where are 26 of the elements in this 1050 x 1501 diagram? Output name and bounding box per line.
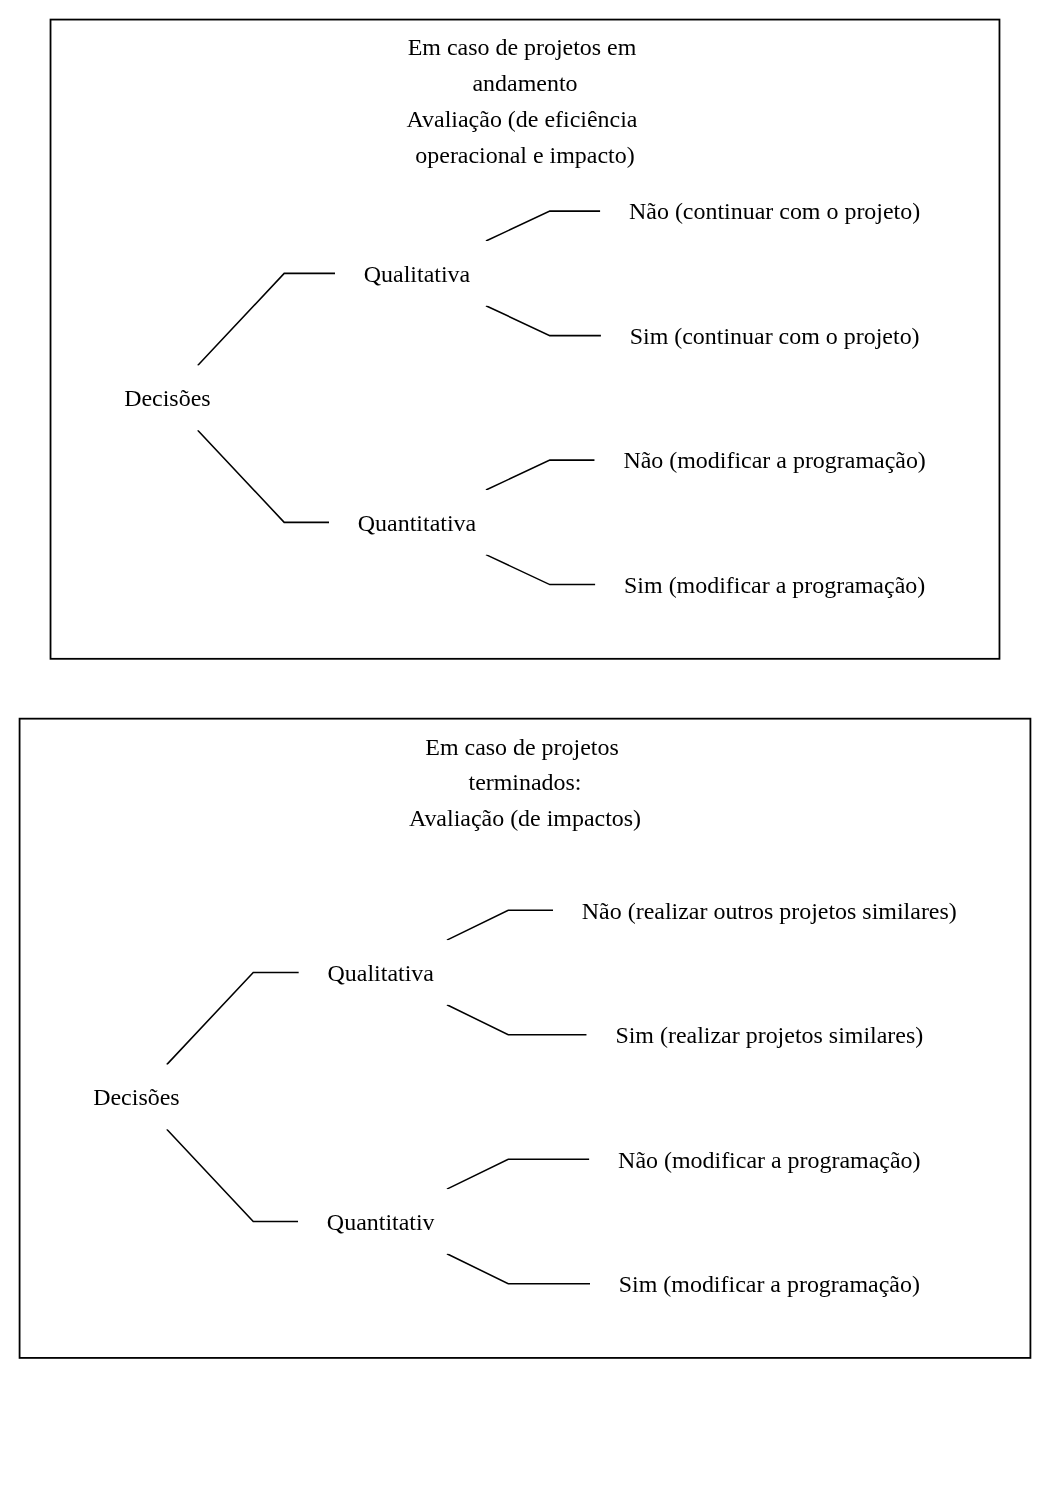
node-text: Decisões: [124, 384, 211, 412]
node-text: Sim (modificar a programação): [624, 571, 926, 598]
node-text: Sim (continuar com o projeto): [629, 322, 920, 349]
node-text: Não (modificar a programação): [618, 1146, 921, 1173]
node-text: Sim (modificar a programação): [618, 1270, 920, 1297]
node-text: Não (modificar a programação): [623, 446, 926, 474]
node-text: Quantitativ: [326, 1208, 435, 1235]
node-text: Qualitativa: [363, 260, 471, 287]
connector: [165, 971, 300, 1066]
connector: [446, 909, 554, 941]
node-text: Quantitativa: [357, 509, 477, 536]
node-text: Qualitativa: [327, 959, 434, 986]
node-text: Sim (realizar projetos similares): [615, 1021, 924, 1048]
connector: [485, 210, 602, 242]
connector: [485, 553, 597, 586]
connector: [446, 1158, 591, 1190]
connector: [196, 429, 330, 524]
connector: [165, 1128, 299, 1223]
connector: [446, 1004, 588, 1036]
connector: [485, 459, 596, 491]
node-text: Não (continuar com o projeto): [629, 197, 921, 225]
connector: [485, 304, 602, 337]
node-text: Decisões: [93, 1083, 180, 1111]
connector: [446, 1253, 591, 1285]
node-text: Não (realizar outros projetos similares): [581, 897, 957, 924]
connector: [196, 272, 336, 367]
